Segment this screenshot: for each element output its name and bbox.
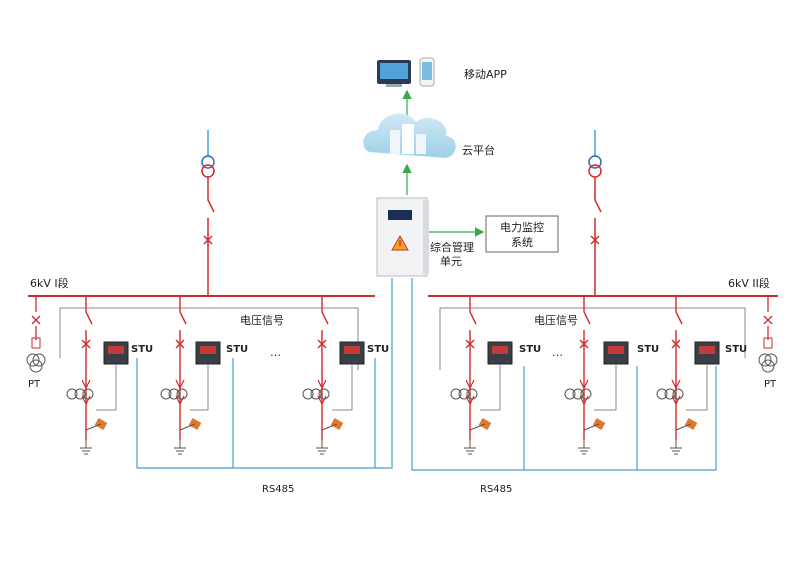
feeder-5-arrows [579,379,589,405]
power-monitor-label-2: 系统 [511,236,533,249]
power-monitor-box [485,215,559,253]
feeder-6-ct-2 [664,388,676,400]
stu-device-4-screen [492,346,508,354]
ellipsis-right: … [552,346,563,359]
stu-device-3-wire [332,364,353,411]
cloud-label: 云平台 [462,143,495,157]
stu-device-1-screen [108,346,124,354]
feeder-4-line [465,296,477,440]
voltage-signal-label-right: 电压信号 [534,314,578,327]
feeder-1-arrows [81,379,91,405]
feeder-6-ground [670,423,692,455]
feeder-1-ct-2 [74,388,86,400]
stu-device-5-screen [608,346,624,354]
feeder-1-ct-1 [66,388,78,400]
feeder-1-line [81,296,93,440]
stu-label-1: STU [131,344,153,355]
transformer-right [588,130,602,296]
bus-right-label: 6kV II段 [728,276,770,290]
feeder-4-ct-2 [458,388,470,400]
stu-device-6-screen [699,346,715,354]
feeder-3-line [317,296,329,440]
mobile-app-icon [377,57,435,87]
rs485-bus-right [411,278,717,471]
feeder-6-line [671,296,683,440]
pt-left-label: PT [28,379,41,390]
feeder-6-arrows [671,379,681,405]
feeder-4-arrows [465,379,475,405]
feeder-3-ct-3 [318,388,330,400]
feeder-3-arrows [317,379,327,405]
stu-device-1-wire [96,364,117,411]
cloud-icon [363,113,456,158]
power-monitor-label-1: 电力监控 [500,220,544,234]
feeder-2-line [175,296,187,440]
rs485-label-right: RS485 [480,484,512,495]
stu-device-2-screen [200,346,216,354]
stu-device-3-screen [344,346,360,354]
ellipsis-left: … [270,346,281,359]
feeder-5-line [579,296,591,440]
feeder-2-ct-1 [160,388,172,400]
voltage-signal-line-right [439,307,746,370]
mobile-app-label: 移动APP [464,68,507,81]
management-unit-cabinet [376,197,429,277]
feeder-6-ct-1 [656,388,668,400]
feeder-2-ground [174,423,196,455]
feeder-1-ct-3 [82,388,94,400]
stu-label-3: STU [367,344,389,355]
feeder-5-ct-2 [572,388,584,400]
pt-left [26,296,46,373]
feeder-4-ct-1 [450,388,462,400]
feeder-4-ct-3 [466,388,478,400]
mgmt-unit-label-2: 单元 [440,255,462,268]
stu-label-4: STU [519,344,541,355]
feeder-3-ct-2 [310,388,322,400]
feeder-5-ct-1 [564,388,576,400]
feeder-4-ground [464,423,486,455]
feeder-2-ct-3 [176,388,188,400]
bus-left-label: 6kV I段 [30,276,69,290]
rs485-label-left: RS485 [262,484,294,495]
stu-label-2: STU [226,344,248,355]
feeder-5-ground [578,423,600,455]
pt-right-label: PT [764,379,777,390]
rs485-bus-left [136,278,393,469]
voltage-signal-label-left: 电压信号 [240,314,284,327]
stu-device-5-wire [594,364,617,411]
stu-device-4-wire [480,364,501,411]
mgmt-unit-label-1: 综合管理 [430,240,474,254]
stu-label-5: STU [637,344,659,355]
feeder-2-ct-2 [168,388,180,400]
feeder-5-ct-3 [580,388,592,400]
pt-right [758,296,778,373]
voltage-signal-line-left [59,307,359,370]
feeder-3-ground [316,423,338,455]
stu-device-2-wire [190,364,209,411]
stu-device-6-wire [686,364,708,411]
feeder-1-ground [80,423,102,455]
feeder-group: STU STU STU STU STU STU [66,296,747,455]
feeder-3-ct-1 [302,388,314,400]
feeder-6-ct-3 [672,388,684,400]
stu-label-6: STU [725,344,747,355]
transformer-left [201,130,215,296]
feeder-2-arrows [175,379,185,405]
